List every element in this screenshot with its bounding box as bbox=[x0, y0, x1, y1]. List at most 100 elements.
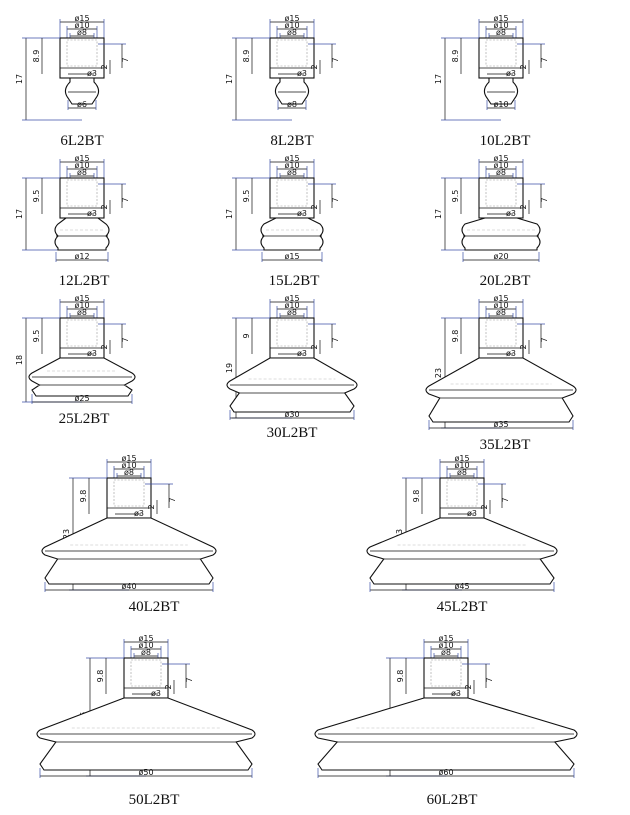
dim-label-thread_len: 7 bbox=[121, 197, 130, 202]
thread-hidden-line bbox=[66, 39, 98, 67]
dim-label-cup_depth: 9.5 bbox=[32, 330, 41, 343]
dim-label-gap: 2 bbox=[147, 504, 156, 509]
dim-label-d_inner: ø8 bbox=[496, 308, 506, 317]
dim-label-d_outer: ø15 bbox=[284, 154, 299, 163]
model-label: 60L2BT bbox=[427, 792, 478, 808]
dim-label-d_hole: ø3 bbox=[87, 209, 97, 218]
dim-label-thread_len: 7 bbox=[331, 57, 340, 62]
dim-label-d_inner: ø8 bbox=[287, 308, 297, 317]
dim-label-height: 17 bbox=[434, 209, 443, 219]
dim-label-d_outer: ø15 bbox=[284, 294, 299, 303]
dim-label-d_mid: ø10 bbox=[454, 461, 469, 470]
model-label: 8L2BT bbox=[270, 133, 313, 149]
dim-label-height: 17 bbox=[15, 209, 24, 219]
dim-label-cup_depth: 9.5 bbox=[242, 190, 251, 203]
dim-label-d_outer: ø15 bbox=[138, 634, 153, 643]
dim-label-gap: 2 bbox=[310, 204, 319, 209]
bellows bbox=[260, 217, 324, 251]
dim-label-d_bottom: ø6 bbox=[77, 100, 87, 109]
dim-label-thread_len: 7 bbox=[121, 337, 130, 342]
dim-label-d_bottom: ø50 bbox=[138, 768, 153, 777]
cup-neck bbox=[439, 477, 485, 519]
dim-label-d_mid: ø10 bbox=[493, 161, 508, 170]
dim-label-d_bottom: ø35 bbox=[493, 420, 508, 429]
dim-label-d_mid: ø10 bbox=[438, 641, 453, 650]
cup-neck bbox=[106, 477, 152, 519]
dim-label-d_bottom: ø40 bbox=[121, 582, 136, 591]
model-label: 30L2BT bbox=[267, 425, 318, 441]
dim-label-height: 17 bbox=[15, 74, 24, 84]
dim-label-d_mid: ø10 bbox=[138, 641, 153, 650]
dim-label-d_hole: ø3 bbox=[297, 69, 307, 78]
dim-label-cup_depth: 9.8 bbox=[412, 490, 421, 503]
dim-label-gap: 2 bbox=[100, 344, 109, 349]
dim-label-d_inner: ø8 bbox=[496, 28, 506, 37]
dim-label-d_mid: ø10 bbox=[284, 301, 299, 310]
thread-hidden-line bbox=[113, 479, 145, 507]
bellows bbox=[274, 77, 310, 105]
dim-label-cup_depth: 9.5 bbox=[32, 190, 41, 203]
dim-label-d_outer: ø15 bbox=[438, 634, 453, 643]
dim-label-d_mid: ø10 bbox=[74, 21, 89, 30]
thread-hidden-line bbox=[66, 319, 98, 347]
dim-label-d_hole: ø3 bbox=[506, 69, 516, 78]
cup-neck bbox=[123, 657, 169, 699]
dim-label-thread_len: 7 bbox=[185, 677, 194, 682]
dim-label-cup_depth: 8.9 bbox=[451, 50, 460, 63]
dim-label-d_inner: ø8 bbox=[496, 168, 506, 177]
dim-label-thread_len: 7 bbox=[485, 677, 494, 682]
dim-label-d_bottom: ø60 bbox=[438, 768, 453, 777]
thread-hidden-line bbox=[276, 39, 308, 67]
dim-label-gap: 2 bbox=[519, 204, 528, 209]
dim-label-cup_depth: 9.8 bbox=[79, 490, 88, 503]
dim-label-cup_depth: 9.8 bbox=[396, 670, 405, 683]
dim-label-d_outer: ø15 bbox=[74, 294, 89, 303]
cup-neck bbox=[478, 37, 524, 79]
dim-label-thread_len: 7 bbox=[501, 497, 510, 502]
dim-label-gap: 2 bbox=[164, 684, 173, 689]
dim-label-d_outer: ø15 bbox=[493, 14, 508, 23]
dim-label-d_hole: ø3 bbox=[151, 689, 161, 698]
thread-hidden-line bbox=[276, 179, 308, 207]
cup-neck bbox=[59, 317, 105, 359]
dim-label-d_inner: ø8 bbox=[77, 168, 87, 177]
model-label: 15L2BT bbox=[269, 273, 320, 289]
dim-label-d_inner: ø8 bbox=[77, 28, 87, 37]
dim-label-d_mid: ø10 bbox=[284, 21, 299, 30]
dim-label-gap: 2 bbox=[464, 684, 473, 689]
dim-label-thread_len: 7 bbox=[540, 57, 549, 62]
dim-label-d_bottom: ø8 bbox=[287, 100, 297, 109]
model-label: 10L2BT bbox=[480, 133, 531, 149]
dim-label-gap: 2 bbox=[310, 344, 319, 349]
bellows bbox=[483, 77, 519, 105]
dim-label-d_inner: ø8 bbox=[124, 468, 134, 477]
dim-label-d_bottom: ø12 bbox=[74, 252, 89, 261]
dim-label-d_hole: ø3 bbox=[134, 509, 144, 518]
dim-label-thread_len: 7 bbox=[540, 197, 549, 202]
dim-label-thread_len: 7 bbox=[331, 337, 340, 342]
dim-label-gap: 2 bbox=[100, 204, 109, 209]
dim-label-cup_depth: 9.5 bbox=[451, 190, 460, 203]
thread-hidden-line bbox=[66, 179, 98, 207]
cup-neck bbox=[269, 317, 315, 359]
dim-label-thread_len: 7 bbox=[121, 57, 130, 62]
dim-label-gap: 2 bbox=[519, 344, 528, 349]
dim-label-height: 18 bbox=[15, 355, 24, 365]
model-label: 50L2BT bbox=[129, 792, 180, 808]
dim-label-d_mid: ø10 bbox=[74, 301, 89, 310]
dim-label-d_hole: ø3 bbox=[451, 689, 461, 698]
dim-label-d_bottom: ø45 bbox=[454, 582, 469, 591]
model-label: 6L2BT bbox=[60, 133, 103, 149]
dim-label-d_hole: ø3 bbox=[297, 209, 307, 218]
